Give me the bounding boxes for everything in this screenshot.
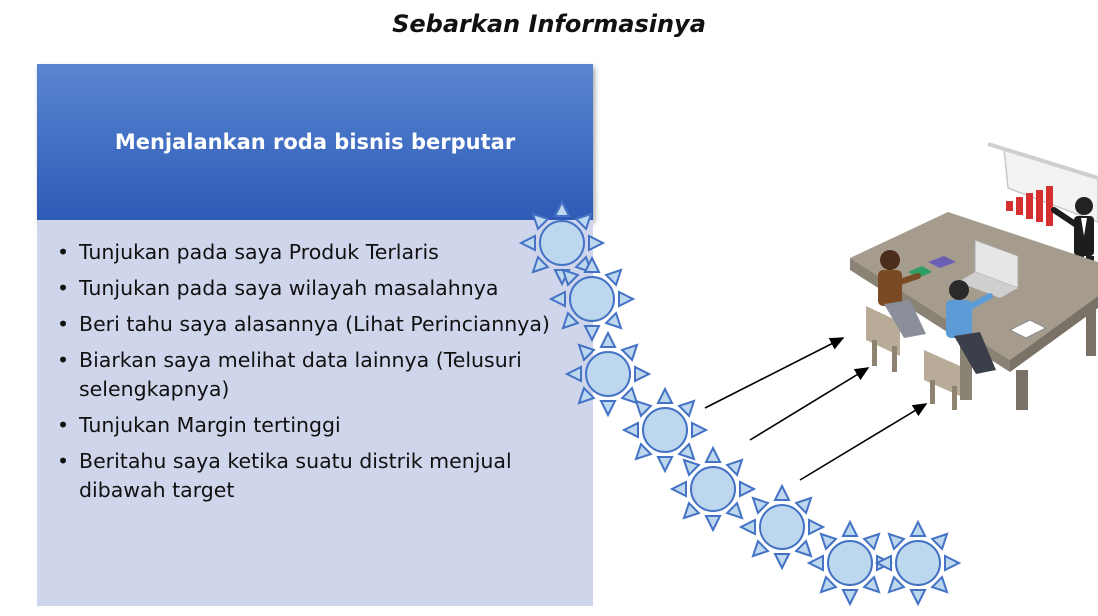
bullet-list: Tunjukan pada saya Produk Terlaris Tunju…: [57, 238, 583, 512]
bullet-item: Tunjukan Margin tertinggi: [57, 411, 583, 440]
sun-icon: [623, 388, 707, 472]
bullet-item: Tunjukan pada saya wilayah masalahnya: [57, 274, 583, 303]
bullet-item: Biarkan saya melihat data lainnya (Telus…: [57, 346, 583, 404]
bullet-panel: Tunjukan pada saya Produk Terlaris Tunju…: [37, 220, 593, 606]
sun-icon: [876, 521, 960, 605]
sun-icon: [671, 447, 755, 531]
header-text: Menjalankan roda bisnis berputar: [114, 130, 516, 154]
bullet-item: Tunjukan pada saya Produk Terlaris: [57, 238, 583, 267]
arrow-icon: [704, 337, 845, 409]
bullet-item: Beritahu saya ketika suatu distrik menju…: [57, 447, 583, 505]
bullet-item: Beri tahu saya alasannya (Lihat Perincia…: [57, 310, 583, 339]
sun-icon: [550, 257, 634, 341]
arrow-icon: [749, 367, 870, 441]
meeting-presentation-illustration: [850, 142, 1098, 410]
header-box: Menjalankan roda bisnis berputar: [37, 64, 593, 220]
slide-title: Sebarkan Informasinya: [392, 10, 706, 38]
sun-icon: [740, 485, 824, 569]
arrow-icon: [799, 403, 928, 481]
